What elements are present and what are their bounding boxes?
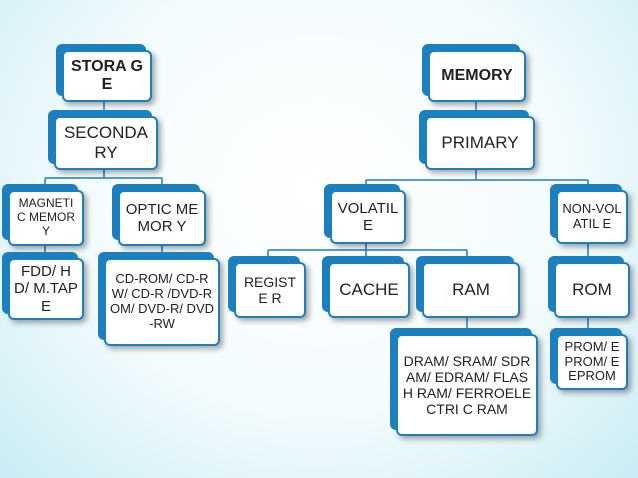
node-non-volatile: NON-VOLATIL E [556,190,628,244]
node-memory: MEMORY [428,50,526,102]
node-magnetic-memory: MAGNETI C MEMORY [8,190,84,246]
node-optic-memory: OPTIC MEMOR Y [118,190,206,246]
node-cache: CACHE [328,262,410,318]
node-ram-types: DRAM/ SRAM/ SDRAM/ EDRAM/ FLASH RAM/ FER… [396,334,538,436]
node-ram: RAM [422,262,520,318]
node-register: REGISTE R [234,262,306,318]
node-storage: STORA GE [62,50,152,102]
node-rom: ROM [554,262,630,318]
node-secondary: SECONDA RY [54,116,158,170]
node-primary: PRIMARY [425,116,535,170]
node-rom-types: PROM/ EPROM/ EEPROM [556,334,628,390]
node-volatile: VOLATIL E [330,190,406,244]
node-cd-dvd: CD-ROM/ CD-RW/ CD-R /DVD-ROM/ DVD-R/ DVD… [104,258,220,346]
node-fdd-hd-mtape: FDD/ HD/ M.TAPE [8,258,84,320]
